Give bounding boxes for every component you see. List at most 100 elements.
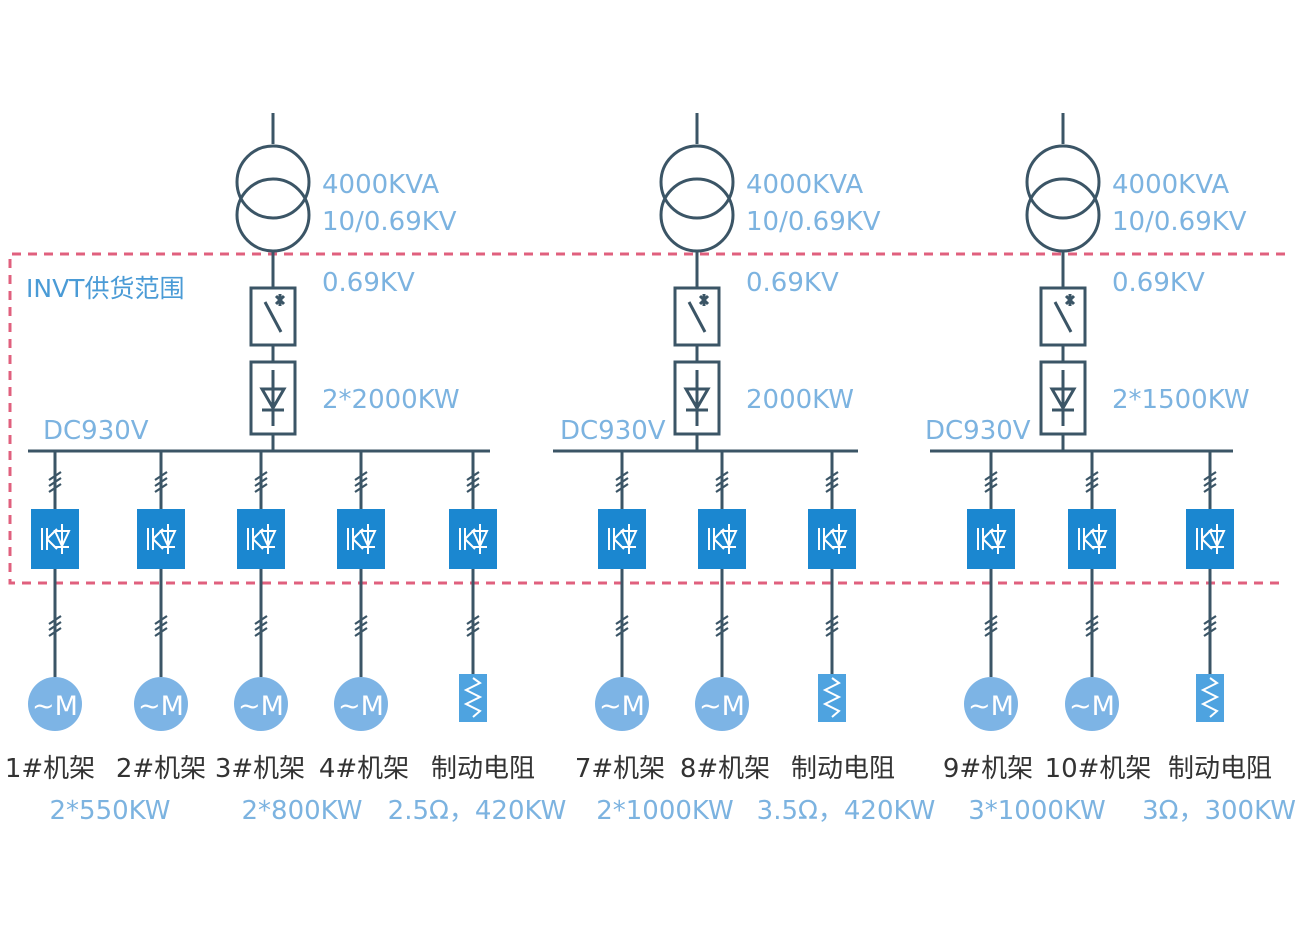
three-phase-mark — [825, 615, 839, 637]
supply-scope-border — [8, 252, 1285, 585]
motor-symbol — [1065, 677, 1119, 731]
three-phase-mark — [48, 615, 62, 637]
load-name: 制动电阻 — [791, 754, 895, 784]
inverter-symbol — [808, 509, 856, 569]
transformer-voltage: 10/0.69KV — [322, 207, 457, 237]
inverter-symbol — [449, 509, 497, 569]
braking-resistor-symbol — [1196, 674, 1224, 722]
three-phase-mark — [1085, 471, 1099, 493]
load-name: 9#机架 — [943, 754, 1033, 784]
lv-voltage-label: 0.69KV — [746, 268, 839, 298]
three-phase-mark — [254, 471, 268, 493]
motor-symbol — [595, 677, 649, 731]
transformer-rating: 4000KVA — [1112, 170, 1229, 200]
motor-symbol — [134, 677, 188, 731]
rectifier-symbol — [673, 360, 721, 436]
transformer-secondary-winding — [1025, 177, 1101, 253]
three-phase-mark — [466, 615, 480, 637]
three-phase-mark — [354, 615, 368, 637]
motor-label: ~M — [138, 691, 184, 722]
load-name: 4#机架 — [319, 754, 409, 784]
three-phase-mark — [154, 615, 168, 637]
motor-label: ~M — [338, 691, 384, 722]
inverter-symbol — [137, 509, 185, 569]
motor-symbol — [964, 677, 1018, 731]
three-phase-mark — [715, 615, 729, 637]
transformer-primary-winding — [1025, 144, 1101, 220]
three-phase-mark — [615, 471, 629, 493]
transformer-rating: 4000KVA — [322, 170, 439, 200]
rectifier-symbol — [249, 360, 297, 436]
motor-symbol — [334, 677, 388, 731]
lv-voltage-label: 0.69KV — [1112, 268, 1205, 298]
motor-symbol — [28, 677, 82, 731]
braking-resistor-symbol — [459, 674, 487, 722]
three-phase-mark — [984, 615, 998, 637]
inverter-symbol — [698, 509, 746, 569]
load-name: 2#机架 — [116, 754, 206, 784]
three-phase-mark — [1203, 615, 1217, 637]
inverter-symbol — [1186, 509, 1234, 569]
motor-symbol — [695, 677, 749, 731]
three-phase-mark — [715, 471, 729, 493]
three-phase-mark — [154, 471, 168, 493]
motor-label: ~M — [699, 691, 745, 722]
load-spec: 2*800KW — [242, 796, 363, 826]
inverter-symbol — [337, 509, 385, 569]
three-phase-mark — [1203, 471, 1217, 493]
load-name: 3#机架 — [215, 754, 305, 784]
motor-label: ~M — [238, 691, 284, 722]
transformer-primary-winding — [235, 144, 311, 220]
load-name: 制动电阻 — [1168, 754, 1272, 784]
rectifier-rating: 2*2000KW — [322, 385, 460, 415]
circuit-breaker-symbol — [249, 286, 297, 347]
dc-bus-label: DC930V — [925, 416, 1031, 446]
inverter-symbol — [598, 509, 646, 569]
three-phase-mark — [354, 471, 368, 493]
inverter-symbol — [1068, 509, 1116, 569]
motor-label: ~M — [599, 691, 645, 722]
motor-label: ~M — [1069, 691, 1115, 722]
inverter-symbol — [237, 509, 285, 569]
three-phase-mark — [466, 471, 480, 493]
load-spec: 2.5Ω，420KW — [388, 796, 567, 826]
load-spec: 2*550KW — [50, 796, 171, 826]
three-phase-mark — [984, 471, 998, 493]
transformer-primary-winding — [659, 144, 735, 220]
dc-bus-label: DC930V — [560, 416, 666, 446]
dc-bus-label: DC930V — [43, 416, 149, 446]
transformer-rating: 4000KVA — [746, 170, 863, 200]
load-spec: 2*1000KW — [596, 796, 734, 826]
supply-scope-label: INVT供货范围 — [26, 274, 184, 303]
three-phase-mark — [1085, 615, 1099, 637]
load-name: 制动电阻 — [431, 754, 535, 784]
rectifier-symbol — [1039, 360, 1087, 436]
circuit-breaker-symbol — [1039, 286, 1087, 347]
inverter-symbol — [31, 509, 79, 569]
load-name: 8#机架 — [680, 754, 770, 784]
circuit-breaker-symbol — [673, 286, 721, 347]
inverter-symbol — [967, 509, 1015, 569]
load-spec: 3*1000KW — [968, 796, 1106, 826]
three-phase-mark — [825, 471, 839, 493]
lv-voltage-label: 0.69KV — [322, 268, 415, 298]
transformer-secondary-winding — [659, 177, 735, 253]
transformer-secondary-winding — [235, 177, 311, 253]
transformer-voltage: 10/0.69KV — [746, 207, 881, 237]
three-phase-mark — [48, 471, 62, 493]
load-name: 1#机架 — [5, 754, 95, 784]
load-spec: 3.5Ω，420KW — [757, 796, 936, 826]
motor-label: ~M — [32, 691, 78, 722]
three-phase-mark — [254, 615, 268, 637]
load-name: 10#机架 — [1045, 754, 1152, 784]
motor-label: ~M — [968, 691, 1014, 722]
rectifier-rating: 2000KW — [746, 385, 854, 415]
transformer-voltage: 10/0.69KV — [1112, 207, 1247, 237]
motor-symbol — [234, 677, 288, 731]
rectifier-rating: 2*1500KW — [1112, 385, 1250, 415]
braking-resistor-symbol — [818, 674, 846, 722]
load-spec: 3Ω，300KW — [1142, 796, 1296, 826]
three-phase-mark — [615, 615, 629, 637]
